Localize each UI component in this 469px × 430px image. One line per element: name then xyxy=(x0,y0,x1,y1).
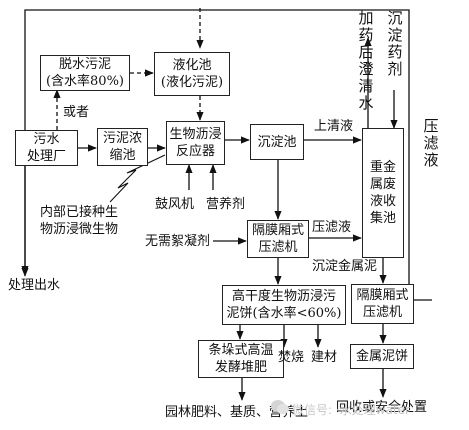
supernatant-label: 上清液 xyxy=(314,119,354,134)
wastewater-plant-box: 污水 处理厂 xyxy=(15,130,78,166)
effluent-label: 处理出水 xyxy=(8,278,61,293)
building-material-label: 建材 xyxy=(311,350,338,365)
precipitant-vertical: 沉 淀 药 剂 xyxy=(387,9,403,78)
precipitated-sludge-label: 沉淀金属泥 xyxy=(312,259,378,274)
wechat-icon xyxy=(271,400,289,414)
watermark-text: 微信号: ·水处理water xyxy=(292,403,410,417)
nutrient-label: 营养剂 xyxy=(206,197,246,212)
membrane-press-1-box: 隔膜厢式 压滤机 xyxy=(247,220,309,258)
or-label: 或者 xyxy=(63,105,90,120)
inoculated-zigzag xyxy=(109,154,166,203)
sedimentation-tank-box: 沉淀池 xyxy=(250,124,304,160)
dosing-clear-water-vertical: 加 药 后 澄 清 水 xyxy=(358,9,374,112)
inoculated-label: 内部已接种生 物沥浸微生物 xyxy=(40,205,119,237)
metal-wastewater-tank-box: 重金 属废 液收 集池 xyxy=(362,128,404,258)
metal-cake-box: 金属泥饼 xyxy=(350,344,414,369)
sludge-thickener-box: 污泥浓 缩池 xyxy=(97,128,148,166)
blower-label: 鼓风机 xyxy=(155,197,195,212)
membrane-press-2-box: 隔膜厢式 压滤机 xyxy=(351,284,414,324)
incineration-label: 焚烧 xyxy=(278,350,305,365)
dry-cake-box: 高干度生物沥浸污 泥饼(含水率<60%) xyxy=(222,285,346,325)
recovery-label: 回收或安全处置 xyxy=(336,400,428,415)
no-flocculant-label: 无需絮凝剂 xyxy=(145,234,211,249)
filtrate-vertical: 压 滤 液 xyxy=(423,117,439,169)
liquefaction-tank-box: 液化池 (液化污泥) xyxy=(154,52,230,96)
dewatered-sludge-box: 脱水污泥 (含水率80%) xyxy=(40,55,130,91)
filtrate-label: 压滤液 xyxy=(312,220,352,235)
bioleaching-reactor-box: 生物沥浸 反应器 xyxy=(166,121,225,165)
composting-box: 条垛式高温 发酵堆肥 xyxy=(198,340,284,378)
